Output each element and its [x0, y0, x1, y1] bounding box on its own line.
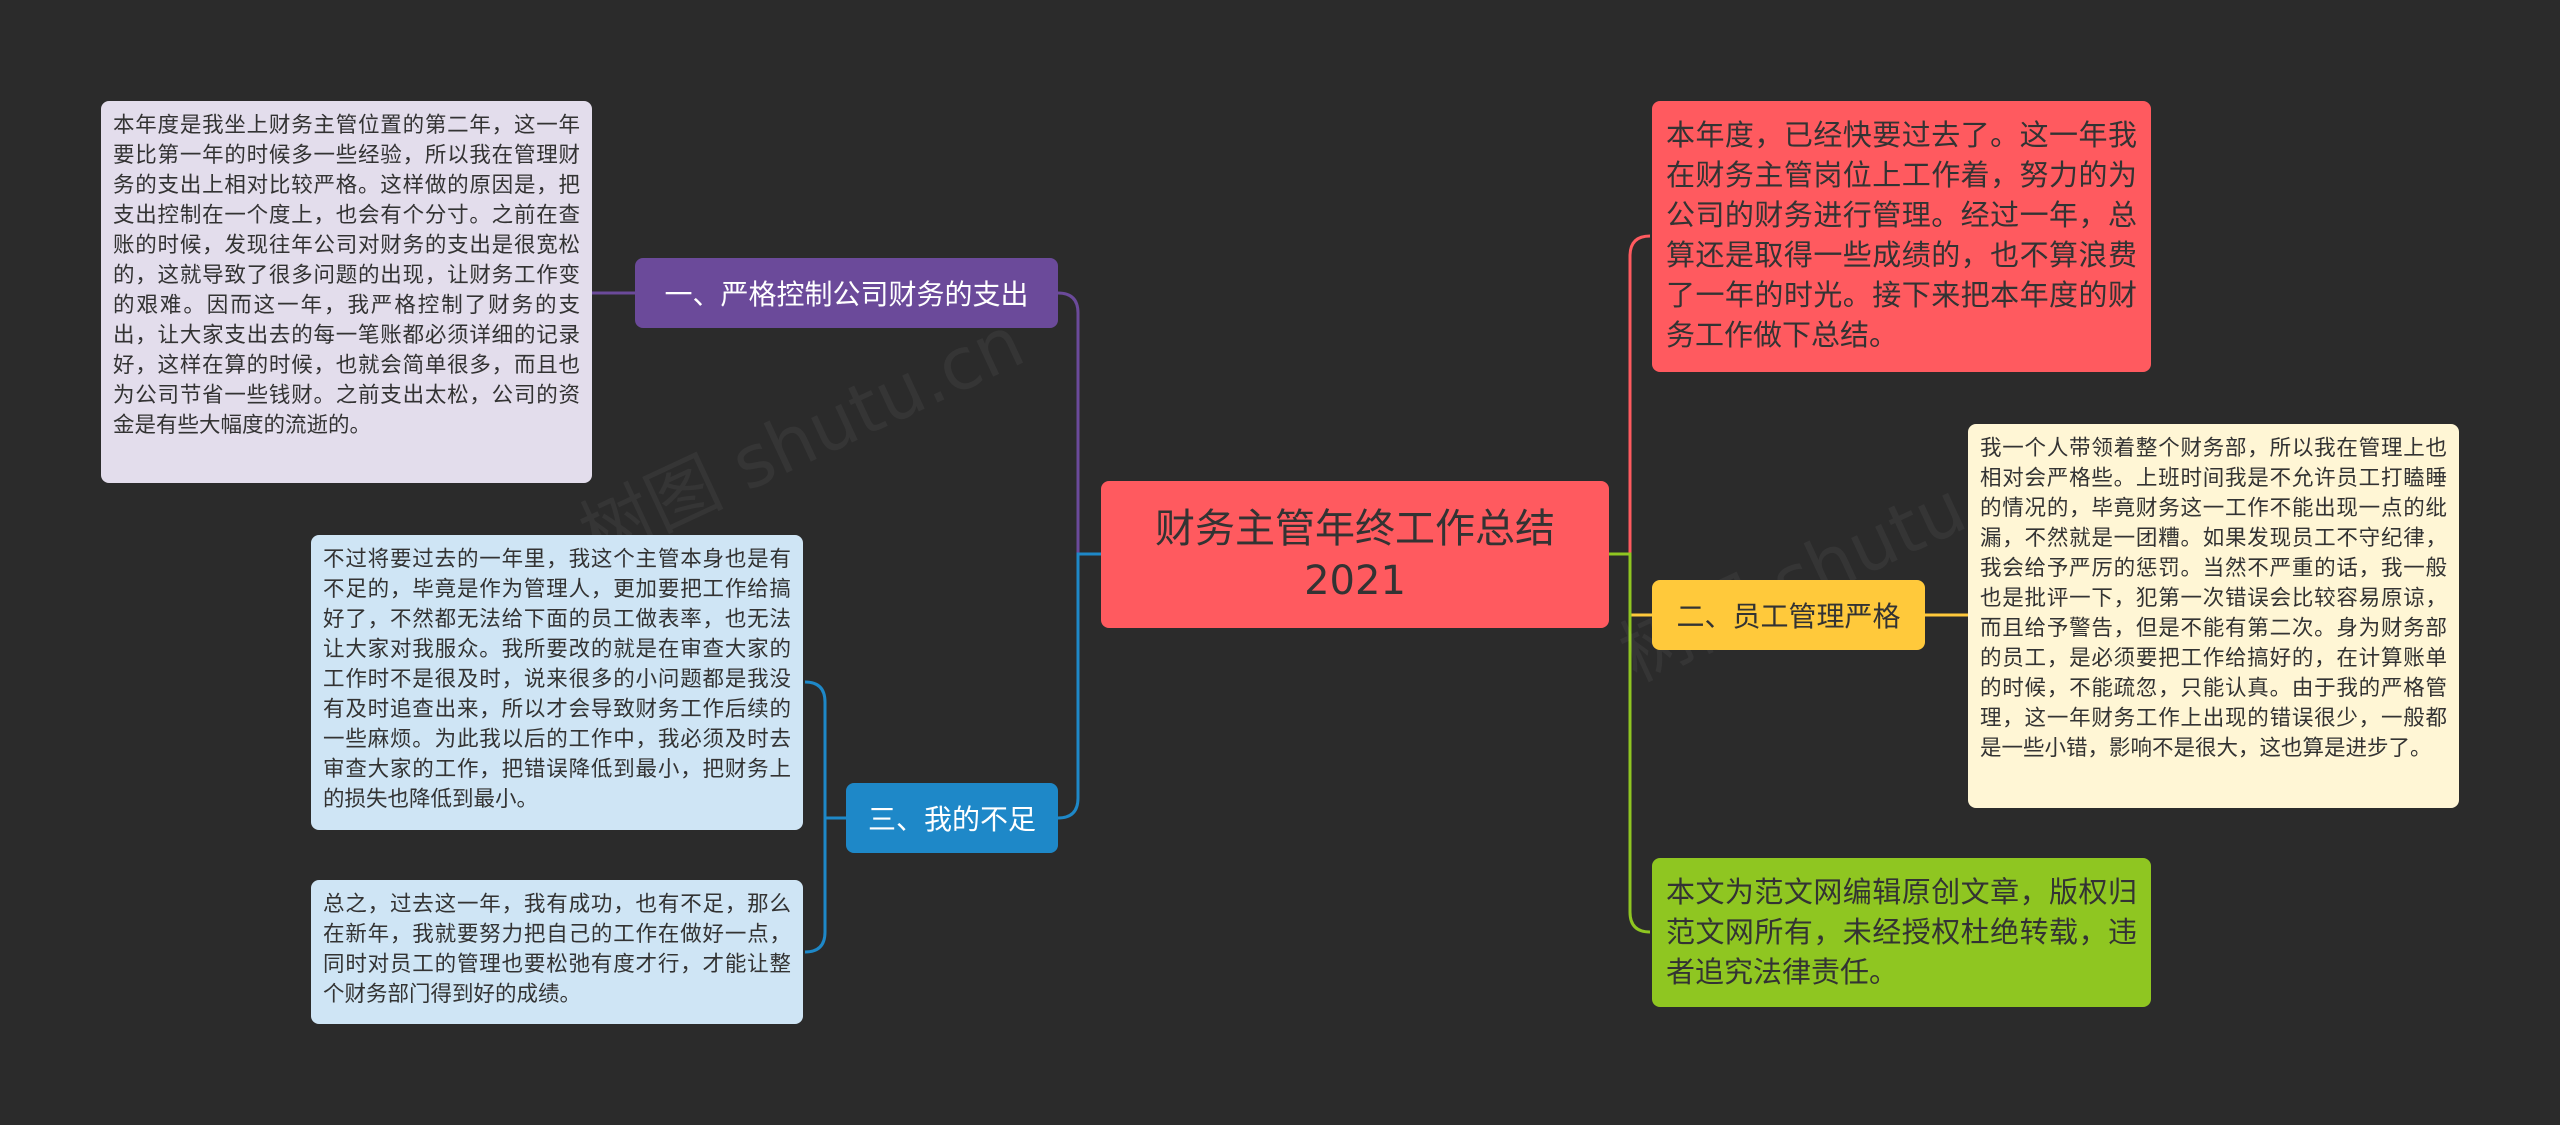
branch-topic-two-label: 二、员工管理严格 [1676, 600, 1901, 633]
leaf-copyright-notice[interactable]: 本文为范文网编辑原创文章，版权归范文网所有，未经授权杜绝转载，违者追究法律责任。 [1652, 858, 2151, 1007]
root-topic-label: 财务主管年终工作总结2021 [1155, 505, 1555, 604]
root-topic[interactable]: 财务主管年终工作总结2021 [1101, 481, 1609, 628]
leaf-expense-control[interactable]: 本年度是我坐上财务主管位置的第二年，这一年要比第一年的时候多一些经验，所以我在管… [101, 101, 592, 483]
branch-topic-one[interactable]: 一、严格控制公司财务的支出 [635, 258, 1058, 328]
link-root-to-footer [1609, 552, 1651, 934]
link-root-to-branch-three [1057, 552, 1101, 820]
leaf-staff-management[interactable]: 我一个人带领着整个财务部，所以我在管理上也相对会严格些。上班时间我是不允许员工打… [1968, 424, 2459, 808]
link-root-to-branch-one [1057, 291, 1101, 556]
link-branch-three-to-leaf-b [804, 816, 846, 954]
link-root-to-intro [1609, 234, 1651, 556]
leaf-conclusion[interactable]: 总之，过去这一年，我有成功，也有不足，那么在新年，我就要努力把自己的工作在做好一… [311, 880, 803, 1024]
link-branch-three-to-leaf-a [804, 680, 846, 820]
branch-topic-three-label: 三、我的不足 [867, 803, 1036, 836]
branch-topic-three[interactable]: 三、我的不足 [846, 783, 1058, 853]
branch-topic-two[interactable]: 二、员工管理严格 [1652, 580, 1925, 650]
leaf-shortcomings[interactable]: 不过将要过去的一年里，我这个主管本身也是有不足的，毕竟是作为管理人，更加要把工作… [311, 535, 803, 830]
branch-topic-one-label: 一、严格控制公司财务的支出 [664, 278, 1029, 311]
leaf-introduction[interactable]: 本年度，已经快要过去了。这一年我在财务主管岗位上工作着，努力的为公司的财务进行管… [1652, 101, 2151, 372]
